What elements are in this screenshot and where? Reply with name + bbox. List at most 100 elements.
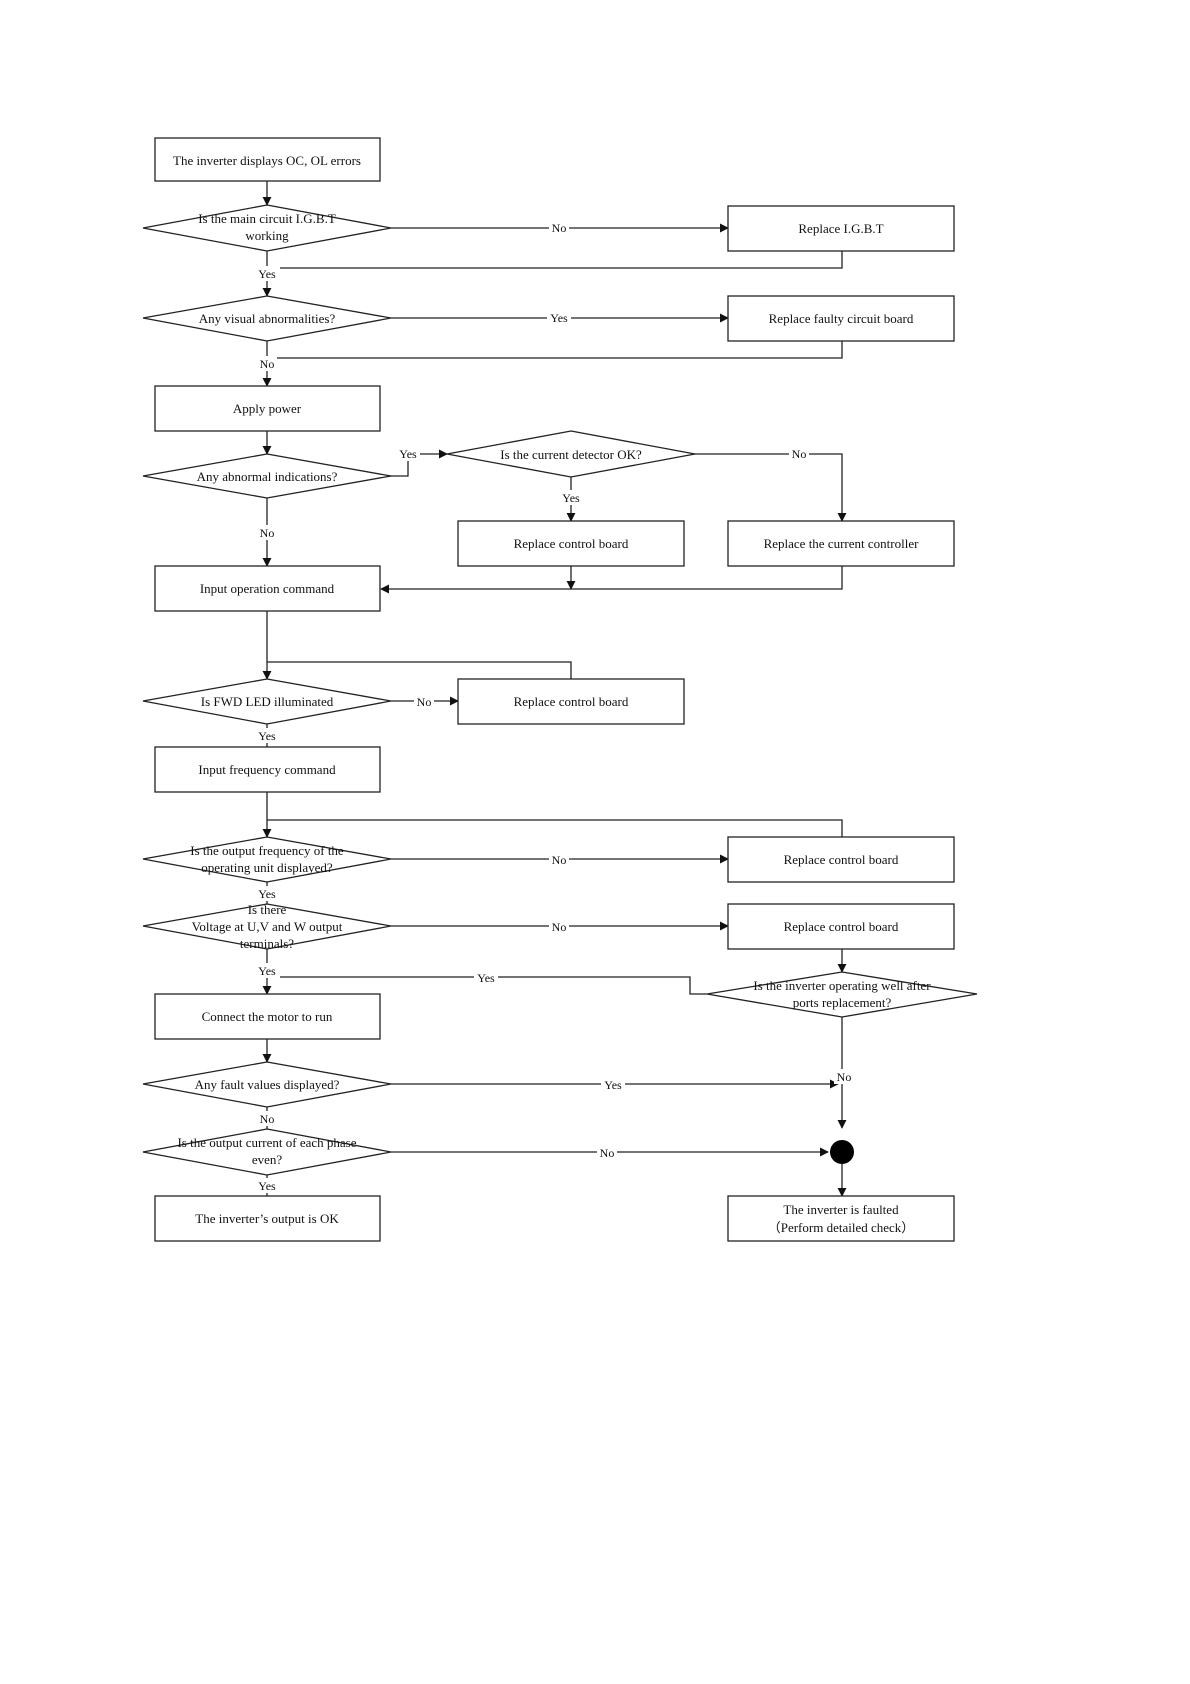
q-fault-values-text: Any fault values displayed? xyxy=(195,1077,340,1092)
q-visual-text: Any visual abnormalities? xyxy=(199,311,336,326)
connect-motor-text: Connect the motor to run xyxy=(202,1009,333,1024)
label-fwd-yes: Yes xyxy=(255,728,279,743)
input-frequency-box: Input frequency command xyxy=(154,746,381,793)
q-operating-well-text-line-2: ports replacement? xyxy=(793,995,892,1010)
label-visual-yes: Yes xyxy=(547,310,571,325)
arrow-detector-no xyxy=(693,453,847,522)
svg-text:No: No xyxy=(792,447,807,461)
svg-text:No: No xyxy=(260,357,275,371)
apply-power-box: Apply power xyxy=(154,385,381,432)
output-ok-text: The inverter’s output is OK xyxy=(195,1211,339,1226)
replace-control-board-3-text: Replace control board xyxy=(784,852,899,867)
svg-text:No: No xyxy=(552,853,567,867)
arrow-current-controller-return xyxy=(380,566,843,594)
svg-text:Yes: Yes xyxy=(258,729,276,743)
faulted-text-line-2: （Perform detailed check） xyxy=(768,1220,915,1235)
label-fault-yes: Yes xyxy=(601,1077,625,1092)
svg-text:Yes: Yes xyxy=(258,964,276,978)
q-operating-well-diamond: Is the inverter operating well after por… xyxy=(706,971,978,1018)
replace-current-controller-text: Replace the current controller xyxy=(764,536,920,551)
label-phase-no: No xyxy=(597,1145,617,1160)
svg-text:No: No xyxy=(417,695,432,709)
replace-control-board-4-box: Replace control board xyxy=(727,903,955,950)
label-output-freq-yes: Yes xyxy=(255,886,279,901)
label-operating-well-no: No xyxy=(834,1069,854,1084)
q-abnormal-diamond: Any abnormal indications? xyxy=(142,453,392,499)
replace-faulty-board-box: Replace faulty circuit board xyxy=(727,295,955,342)
line-control-board-3-return xyxy=(267,819,843,837)
label-detector-yes: Yes xyxy=(559,490,583,505)
replace-igbt-box: Replace I.G.B.T xyxy=(727,205,955,252)
svg-text:Yes: Yes xyxy=(258,267,276,281)
svg-text:No: No xyxy=(260,526,275,540)
svg-text:Yes: Yes xyxy=(562,491,580,505)
line-control-board-2-return xyxy=(267,661,572,679)
svg-text:Yes: Yes xyxy=(399,447,417,461)
svg-text:Yes: Yes xyxy=(477,971,495,985)
connect-motor-box: Connect the motor to run xyxy=(154,993,381,1040)
label-phase-yes: Yes xyxy=(255,1178,279,1193)
edge-labels: No Yes Yes No Yes No Yes No xyxy=(255,220,854,1193)
input-frequency-text: Input frequency command xyxy=(198,762,336,777)
label-fwd-no: No xyxy=(414,694,434,709)
faulted-box: The inverter is faulted （Perform detaile… xyxy=(727,1195,955,1242)
start-box: The inverter displays OC, OL errors xyxy=(154,137,381,182)
svg-text:Yes: Yes xyxy=(258,1179,276,1193)
label-abnormal-yes: Yes xyxy=(396,446,420,461)
svg-text:No: No xyxy=(552,920,567,934)
svg-text:Yes: Yes xyxy=(550,311,568,325)
replace-faulty-board-text: Replace faulty circuit board xyxy=(769,311,914,326)
q-operating-well-text-line-1: Is the inverter operating well after xyxy=(753,978,931,993)
q-voltage-diamond: Is there Voltage at U,V and W output ter… xyxy=(142,902,392,951)
q-detector-text: Is the current detector OK? xyxy=(500,447,642,462)
line-replace-igbt-return xyxy=(267,251,843,269)
label-abnormal-no: No xyxy=(257,525,277,540)
q-igbt-diamond: Is the main circuit I.G.B.T working xyxy=(142,204,392,252)
input-operation-text: Input operation command xyxy=(200,581,335,596)
svg-text:No: No xyxy=(600,1146,615,1160)
label-detector-no: No xyxy=(789,446,809,461)
replace-control-board-2-box: Replace control board xyxy=(457,678,685,725)
replace-control-board-1-text: Replace control board xyxy=(514,536,629,551)
process-boxes: The inverter displays OC, OL errors Repl… xyxy=(154,137,955,1242)
replace-control-board-4-text: Replace control board xyxy=(784,919,899,934)
svg-text:Yes: Yes xyxy=(258,887,276,901)
apply-power-text: Apply power xyxy=(233,401,302,416)
q-fwd-diamond: Is FWD LED illuminated xyxy=(142,678,392,725)
arrow-abnormal-yes xyxy=(389,449,448,477)
q-voltage-text-line-3: terminals? xyxy=(240,936,294,951)
q-igbt-text-line-1: Is the main circuit I.G.B.T xyxy=(198,211,336,226)
label-fault-no: No xyxy=(257,1111,277,1126)
svg-text:No: No xyxy=(260,1112,275,1126)
replace-control-board-3-box: Replace control board xyxy=(727,836,955,883)
svg-text:No: No xyxy=(552,221,567,235)
start-text: The inverter displays OC, OL errors xyxy=(173,153,361,168)
q-visual-diamond: Any visual abnormalities? xyxy=(142,295,392,342)
q-phase-current-diamond: Is the output current of each phase even… xyxy=(142,1128,392,1176)
line-faulty-board-return xyxy=(267,341,843,359)
replace-control-board-1-box: Replace control board xyxy=(457,520,685,567)
q-abnormal-text: Any abnormal indications? xyxy=(197,469,338,484)
q-detector-diamond: Is the current detector OK? xyxy=(446,430,696,478)
q-fault-values-diamond: Any fault values displayed? xyxy=(142,1061,392,1108)
q-output-freq-text-line-1: Is the output frequency of the xyxy=(190,843,344,858)
q-output-freq-diamond: Is the output frequency of the operating… xyxy=(142,836,392,883)
replace-control-board-2-text: Replace control board xyxy=(514,694,629,709)
label-visual-no: No xyxy=(257,356,277,371)
junction-dot xyxy=(830,1140,854,1164)
svg-text:Yes: Yes xyxy=(604,1078,622,1092)
q-fwd-text: Is FWD LED illuminated xyxy=(201,694,334,709)
svg-text:No: No xyxy=(837,1070,852,1084)
label-operating-well-yes: Yes xyxy=(474,970,498,985)
label-igbt-no: No xyxy=(549,220,569,235)
label-voltage-no: No xyxy=(549,919,569,934)
input-operation-box: Input operation command xyxy=(154,565,381,612)
label-voltage-yes: Yes xyxy=(256,963,280,978)
decision-diamonds: Is the main circuit I.G.B.T working Any … xyxy=(142,204,978,1176)
label-igbt-yes: Yes xyxy=(256,266,280,281)
q-voltage-text-line-2: Voltage at U,V and W output xyxy=(192,919,343,934)
label-output-freq-no: No xyxy=(549,852,569,867)
q-phase-current-text-line-2: even? xyxy=(252,1152,283,1167)
q-phase-current-text-line-1: Is the output current of each phase xyxy=(177,1135,356,1150)
